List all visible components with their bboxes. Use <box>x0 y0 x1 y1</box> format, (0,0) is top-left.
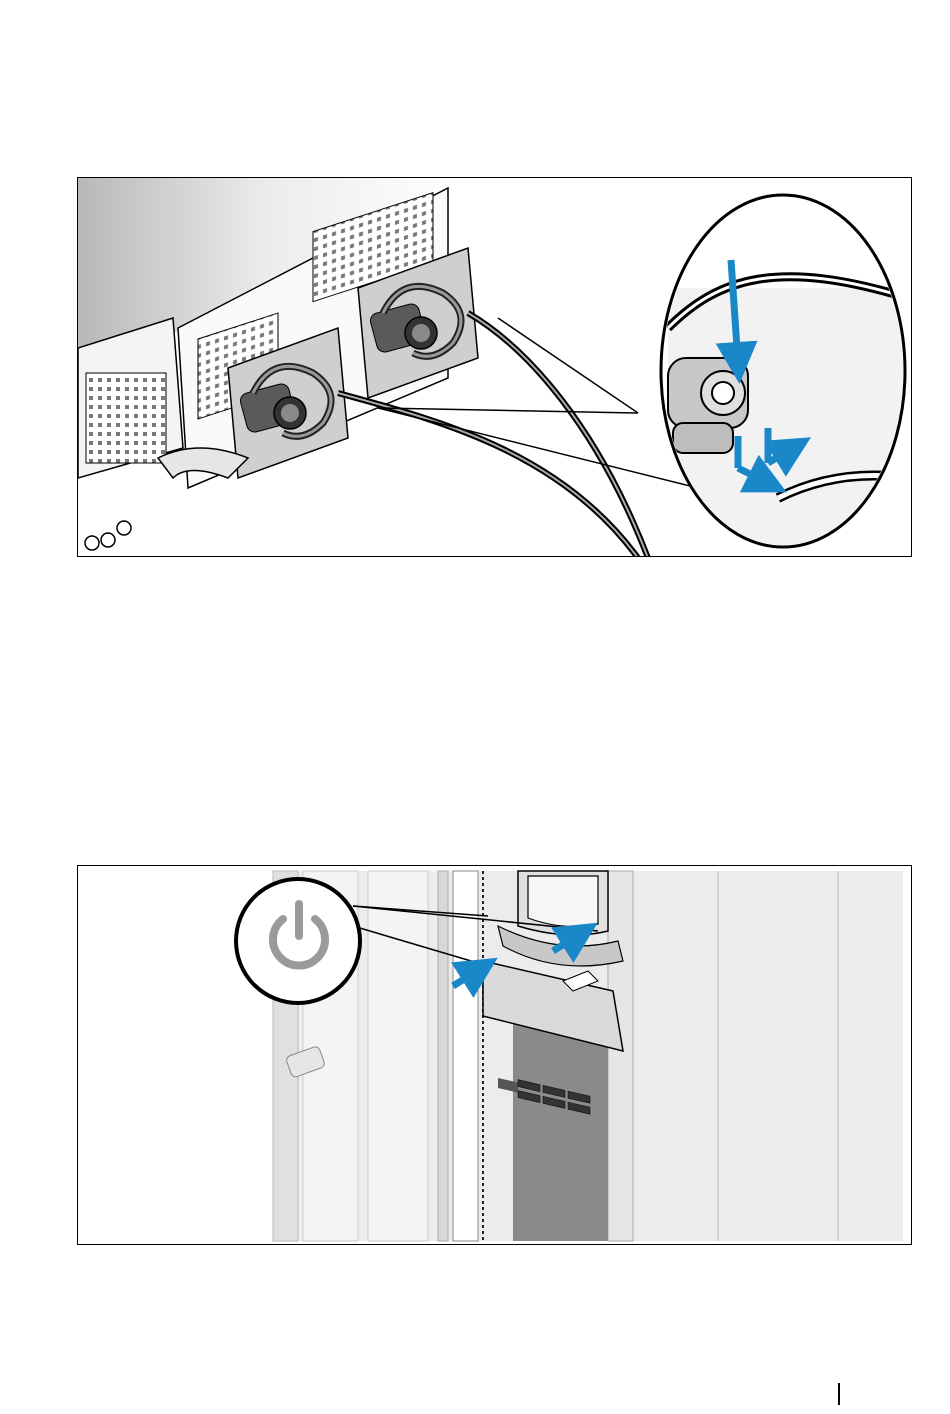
power-cable-clip-illustration <box>78 178 912 557</box>
clip-detail-circle <box>661 195 908 548</box>
chassis-left-side <box>78 318 183 550</box>
power-on-figure <box>77 865 912 1245</box>
power-button-illustration <box>78 866 912 1245</box>
page-number-marker <box>838 1383 840 1405</box>
power-cable-retention-figure <box>77 177 912 557</box>
